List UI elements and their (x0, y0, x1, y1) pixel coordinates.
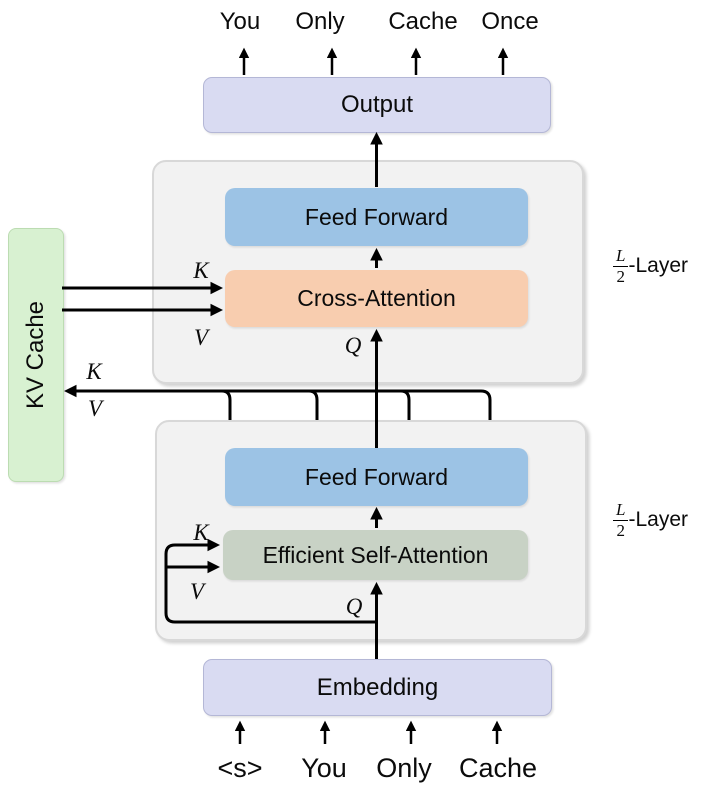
kv-collection-wire (63, 384, 492, 420)
layer-fraction-numerator: L (613, 246, 629, 267)
feed-forward-upper-label: Feed Forward (304, 203, 449, 230)
arrow-loop-key (164, 538, 377, 624)
query-label-cross-attention: Q (344, 333, 362, 358)
efficient-self-attention-box: Efficient Self-Attention (223, 530, 528, 580)
output-token-only: Only (295, 8, 345, 35)
feed-forward-lower-box: Feed Forward (225, 448, 528, 506)
cross-attention-box: Cross-Attention (225, 270, 528, 327)
kv-tap-2 (308, 389, 319, 420)
layer-label-suffix: -Layer (628, 254, 688, 277)
output-token-once: Once (481, 8, 539, 35)
kv-cache-box: KV Cache (8, 228, 64, 482)
kvcache-to-crossattn-arrows (62, 281, 224, 317)
key-label-cross-attention: K (193, 258, 209, 283)
input-token-cache: Cache (458, 753, 538, 783)
value-label-cross-attention: V (193, 325, 209, 350)
embedding-box: Embedding (203, 659, 552, 716)
arrow-kv-to-cache (63, 384, 492, 420)
output-box-label: Output (340, 91, 414, 118)
layer-label-suffix: -Layer (628, 508, 688, 531)
feed-forward-lower-label: Feed Forward (304, 463, 449, 490)
layer-fraction-denominator: 2 (616, 520, 625, 540)
input-token-you: You (301, 753, 347, 783)
output-token-cache: Cache (388, 8, 458, 35)
query-label-self-attention: Q (345, 594, 363, 619)
output-token-you: You (219, 8, 261, 35)
layer-fraction-numerator: L (613, 500, 629, 521)
layer-fraction-denominator: 2 (616, 266, 625, 286)
key-label-self-attention: K (193, 520, 209, 545)
output-token-arrows (238, 47, 509, 75)
kv-tap-3 (400, 389, 411, 420)
self-attention-kv-loop (164, 538, 377, 624)
cross-attention-label: Cross-Attention (297, 285, 456, 311)
input-token-bos: <s> (217, 753, 263, 783)
input-token-arrows (234, 720, 503, 744)
embedding-box-label: Embedding (316, 673, 439, 701)
efficient-self-attention-label: Efficient Self-Attention (262, 541, 489, 568)
input-token-only: Only (376, 753, 432, 783)
output-box: Output (203, 77, 551, 133)
key-label-kv-cache: K (86, 359, 102, 384)
value-label-self-attention: V (189, 579, 205, 604)
value-label-kv-cache: V (87, 396, 103, 421)
feed-forward-upper-box: Feed Forward (225, 188, 528, 246)
kv-tap-1 (221, 389, 232, 420)
